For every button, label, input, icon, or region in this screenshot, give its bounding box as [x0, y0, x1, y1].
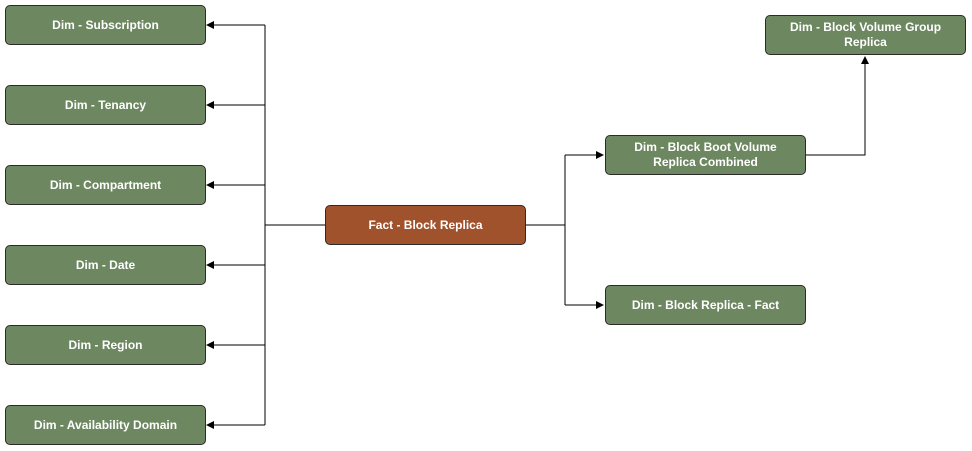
arrow-to-volume-group-replica — [805, 56, 869, 156]
dim-block-boot-volume-replica-combined-node[interactable]: Dim - Block Boot Volume Replica Combined — [605, 135, 806, 175]
dim-tenancy-node[interactable]: Dim - Tenancy — [5, 85, 206, 125]
node-label: Dim - Date — [75, 257, 136, 272]
fact-block-replica-node[interactable]: Fact - Block Replica — [325, 205, 526, 245]
dim-subscription-node[interactable]: Dim - Subscription — [5, 5, 206, 45]
dim-date-node[interactable]: Dim - Date — [5, 245, 206, 285]
dim-block-volume-group-replica-node[interactable]: Dim - Block Volume Group Replica — [765, 15, 966, 55]
node-label: Fact - Block Replica — [368, 217, 483, 232]
node-label: Dim - Block Volume Group Replica — [789, 20, 942, 49]
dim-region-node[interactable]: Dim - Region — [5, 325, 206, 365]
dim-compartment-node[interactable]: Dim - Compartment — [5, 165, 206, 205]
node-label: Dim - Availability Domain — [33, 417, 178, 432]
node-label: Dim - Block Boot Volume Replica Combined — [634, 140, 777, 169]
node-label: Dim - Subscription — [52, 17, 159, 32]
node-label: Dim - Region — [68, 337, 143, 352]
node-label: Dim - Compartment — [49, 177, 162, 192]
node-label: Dim - Tenancy — [64, 97, 147, 112]
dim-availability-domain-node[interactable]: Dim - Availability Domain — [5, 405, 206, 445]
node-label: Dim - Block Replica - Fact — [631, 297, 780, 312]
dim-block-replica-fact-node[interactable]: Dim - Block Replica - Fact — [605, 285, 806, 325]
